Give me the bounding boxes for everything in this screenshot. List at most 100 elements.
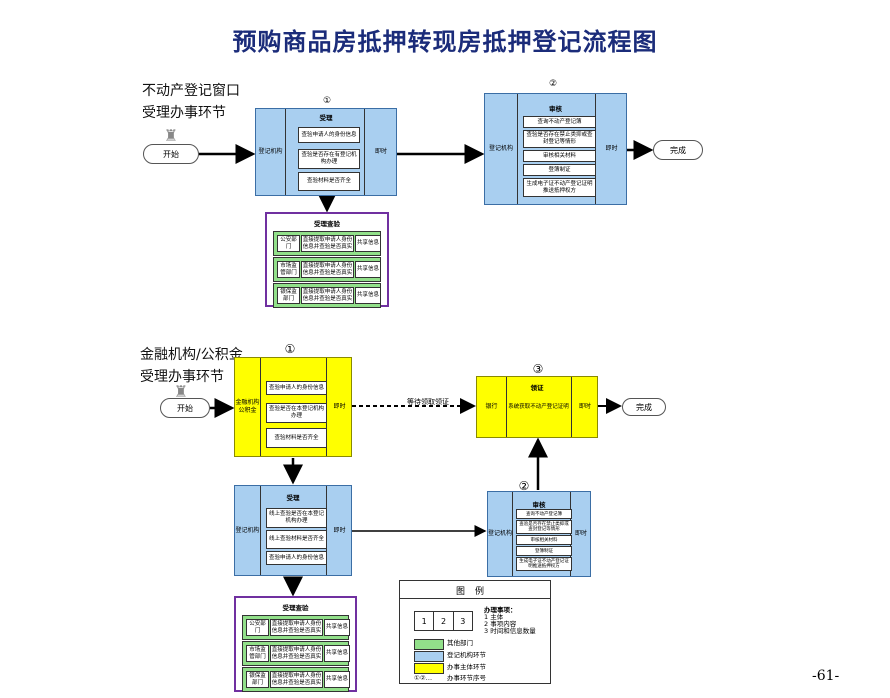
bottom-review-box: 登记机构 即时 审核 查询不动产登记簿 查验是否存在禁止类抑或查封登记等情形 审…	[487, 491, 591, 577]
legend-box: 图例 1 2 3 办理事项： 1 主体 2 事项内容 3 时间和信息数量 其他部…	[399, 580, 551, 684]
legend-seq-symbols: ①②…	[414, 674, 433, 682]
bottom-review-step: ②	[518, 479, 530, 493]
top-review-item-1: 查询不动产登记簿	[523, 116, 596, 128]
bottom-accept-item-1: 查验申请人的身份信息	[266, 381, 327, 395]
bottom-check-row-1: 公安部门 直接提取申请人身份信息并查验是否真实 共享信息	[242, 615, 350, 640]
legend-cell-2: 2	[434, 612, 454, 630]
legend-matters-title: 办理事项：	[484, 606, 517, 614]
top-check-row-1-desc: 直接提取申请人身份信息并查验是否真实	[301, 235, 354, 252]
top-review-right: 即时	[605, 145, 618, 152]
top-start-oval: 开始	[143, 144, 199, 164]
bottom-review-item-1: 查询不动产登记簿	[516, 509, 572, 519]
top-accept-right: 即时	[374, 148, 387, 155]
legend-cells: 1 2 3	[414, 611, 473, 631]
top-review-item-2: 查验是否存在禁止类抑或查封登记等情形	[523, 130, 596, 148]
top-check-row-3-dept: 银保监部门	[277, 287, 300, 304]
bottom-accept-left: 金融机构公积金	[235, 399, 260, 414]
bottom-accept-step: ①	[284, 342, 296, 356]
bottom-cert-head: 领证	[530, 384, 544, 392]
bottom-online-left: 登记机构	[235, 526, 260, 534]
bottom-finish-label: 完成	[636, 402, 652, 412]
bottom-label-line1: 金融机构/公积金	[140, 347, 243, 363]
top-check-row-3-share: 共享信息	[355, 287, 381, 304]
bottom-review-item-4: 登簿制证	[516, 546, 572, 556]
bottom-cert-right: 即时	[578, 403, 591, 410]
bottom-finish-oval: 完成	[622, 398, 666, 416]
top-review-item-3: 审核相关材料	[523, 150, 596, 162]
bottom-accept-item-2: 查验是否在本登记机构办理	[266, 403, 327, 423]
legend-item-subject: 办事主体环节	[447, 663, 486, 671]
top-review-item-4: 登簿制证	[523, 164, 596, 176]
top-accept-step: ①	[322, 96, 332, 106]
bottom-check-row-1-desc: 直接提取申请人身份信息并查验是否真实	[270, 619, 323, 636]
top-check-row-3-desc: 直接提取申请人身份信息并查验是否真实	[301, 287, 354, 304]
legend-swatch-green	[414, 639, 444, 650]
top-review-box: 登记机构 即时 审核 查询不动产登记簿 查验是否存在禁止类抑或查封登记等情形 审…	[484, 93, 627, 205]
bottom-check-row-2: 市场监管部门 直接提取申请人身份信息并查验是否真实 共享信息	[242, 641, 350, 666]
bottom-review-right: 即时	[574, 530, 587, 537]
legend-cell-1: 1	[415, 612, 435, 630]
bottom-review-head: 审核	[532, 501, 546, 509]
legend-swatch-blue	[414, 651, 444, 662]
top-label-line2: 受理办事环节	[142, 105, 226, 121]
bottom-section-label: 金融机构/公积金 受理办事环节	[140, 344, 243, 388]
legend-cell-3: 3	[460, 616, 466, 626]
bottom-start-oval: 开始	[160, 398, 210, 418]
top-accept-head: 受理	[319, 114, 333, 122]
bottom-check-row-2-dept: 市场监管部门	[246, 645, 269, 662]
top-check-row-1: 公安部门 直接提取申请人身份信息并查验是否真实 共享信息	[273, 231, 381, 256]
top-review-head: 审核	[549, 105, 562, 113]
bottom-check-row-2-share: 共享信息	[324, 645, 350, 662]
bottom-start-label: 开始	[177, 403, 193, 413]
top-check-row-3: 银保监部门 直接提取申请人身份信息并查验是否真实 共享信息	[273, 283, 381, 308]
top-finish-oval: 完成	[653, 140, 703, 160]
top-check-row-2-desc: 直接提取申请人身份信息并查验是否真实	[301, 261, 354, 278]
top-accept-item-2: 查验是否存在有登记机构办理	[298, 149, 360, 169]
person-icon: ♜	[173, 382, 189, 401]
bottom-label-line2: 受理办事环节	[140, 369, 224, 385]
bottom-check-box: 受理查验 公安部门 直接提取申请人身份信息并查验是否真实 共享信息 市场监管部门…	[234, 596, 357, 692]
bottom-cert-left: 银行	[485, 403, 498, 410]
bottom-check-row-2-desc: 直接提取申请人身份信息并查验是否真实	[270, 645, 323, 662]
page-title: 预购商品房抵押转现房抵押登记流程图	[232, 27, 658, 56]
top-label-line1: 不动产登记窗口	[142, 83, 240, 99]
bottom-check-head: 受理查验	[282, 604, 309, 612]
wait-label: 等待领取领证	[407, 398, 449, 406]
top-check-row-1-share: 共享信息	[355, 235, 381, 252]
top-accept-left: 登记机构	[258, 148, 283, 155]
top-check-row-2-share: 共享信息	[355, 261, 381, 278]
top-review-left: 登记机构	[488, 145, 513, 152]
bottom-check-row-3-dept: 银保监部门	[246, 671, 269, 688]
legend-swatch-yellow	[414, 663, 444, 674]
bottom-check-row-1-dept: 公安部门	[246, 619, 269, 636]
legend-matter-3: 3 时间和信息数量	[484, 627, 536, 635]
bottom-cert-step: ③	[532, 362, 544, 376]
person-icon: ♜	[163, 126, 179, 145]
top-review-step: ②	[548, 79, 558, 89]
legend-title: 图例	[455, 587, 494, 597]
bottom-online-box: 登记机构 即时 受理 线上查验是否在本登记机构办理 线上查验材料是否齐全 查验申…	[234, 485, 352, 576]
bottom-check-row-3-desc: 直接提取申请人身份信息并查验是否真实	[270, 671, 323, 688]
top-check-row-2: 市场监管部门 直接提取申请人身份信息并查验是否真实 共享信息	[273, 257, 381, 282]
top-accept-item-1: 查验申请人的身份信息	[298, 127, 360, 143]
top-check-row-2-dept: 市场监管部门	[277, 261, 300, 278]
top-finish-label: 完成	[670, 145, 686, 155]
top-check-box: 受理查验 公安部门 直接提取申请人身份信息并查验是否真实 共享信息 市场监管部门…	[265, 212, 389, 308]
bottom-online-head: 受理	[286, 494, 300, 502]
bottom-online-item-2: 线上查验材料是否齐全	[266, 530, 327, 549]
bottom-check-row-3: 银保监部门 直接提取申请人身份信息并查验是否真实 共享信息	[242, 667, 350, 692]
bottom-review-item-3: 审核相关材料	[516, 535, 572, 545]
bottom-online-right: 即时	[333, 526, 346, 534]
legend-item-seq: 办事环节序号	[447, 674, 486, 682]
legend-item-registry: 登记机构环节	[447, 651, 486, 659]
bottom-review-item-5: 生成电子证不动产登记证明推送抵押权方	[516, 557, 572, 571]
top-check-head: 受理查验	[314, 220, 340, 228]
top-accept-box: 登记机构 即时 受理 查验申请人的身份信息 查验是否存在有登记机构办理 查验材料…	[255, 108, 397, 196]
legend-matter-2: 2 事项内容	[484, 620, 517, 628]
bottom-online-item-3: 查验申请人的身份信息	[266, 551, 327, 565]
top-review-item-5: 生成电子证不动产登记证明推送抵押权方	[523, 178, 596, 197]
bottom-check-row-3-share: 共享信息	[324, 671, 350, 688]
bottom-accept-box: 金融机构公积金 即时 查验申请人的身份信息 查验是否在本登记机构办理 查验材料是…	[234, 357, 352, 457]
bottom-accept-item-3: 查验材料是否齐全	[266, 428, 327, 448]
